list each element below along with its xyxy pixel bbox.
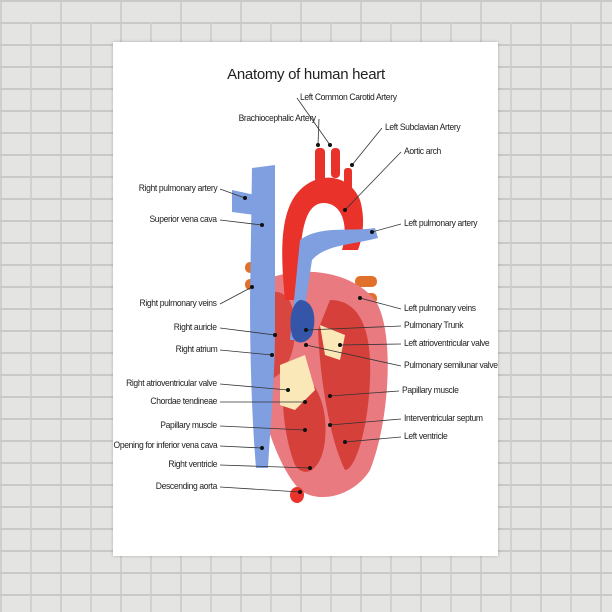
label-left-pulmonary-artery: Left pulmonary artery [404, 218, 478, 229]
diagram-title: Anatomy of human heart [227, 66, 385, 83]
leader-line-descending-aorta [219, 486, 301, 493]
leader-line-left-subclavian-artery [351, 127, 383, 166]
left-common-carotid-artery-shape [331, 148, 340, 178]
leader-line-pulmonary-semilunar-valve [305, 344, 402, 367]
label-left-subclavian-artery: Left Subclavian Artery [385, 122, 461, 133]
leader-line-brachiocephalic-artery [317, 118, 320, 146]
left-subclavian-artery-shape [344, 168, 352, 190]
marker-dot-right-auricle [273, 333, 277, 337]
label-pulmonary-trunk: Pulmonary Trunk [404, 320, 464, 331]
leader-line-left-pulmonary-artery [371, 223, 402, 233]
label-aortic-arch: Aortic arch [404, 146, 441, 157]
aorta-shape [282, 177, 364, 300]
marker-dot-right-pulmonary-veins [250, 285, 254, 289]
label-papillary-muscle-left-ventricle: Papillary muscle [402, 385, 459, 396]
leader-line-right-pulmonary-artery [219, 188, 246, 199]
label-left-common-carotid-artery: Left Common Carotid Artery [300, 92, 397, 103]
marker-dot-right-atrium [270, 353, 274, 357]
leader-line-papillary-muscle-left-ventricle [329, 390, 400, 397]
marker-dot-left-common-carotid-artery [328, 143, 332, 147]
label-brachiocephalic-artery: Brachiocephalic Artery [238, 113, 317, 124]
marker-dot-left-ventricle [343, 440, 347, 444]
label-interventricular-septum: Interventricular septum [404, 413, 483, 424]
label-right-atrioventricular-valve: Right atrioventricular valve [126, 378, 217, 389]
marker-dot-descending-aorta [298, 490, 302, 494]
leader-line-pulmonary-trunk [305, 325, 402, 331]
marker-dot-right-pulmonary-artery [243, 196, 247, 200]
label-left-ventricle: Left ventricle [404, 431, 448, 442]
marker-dot-papillary-muscle-right-ventricle [303, 428, 307, 432]
leader-line-left-atrioventricular-valve [339, 343, 402, 346]
left-av-valve-shape [320, 325, 345, 360]
marker-dot-right-ventricle [308, 466, 312, 470]
leader-line-right-atrium [219, 349, 273, 356]
label-right-atrium: Right atrium [175, 344, 217, 355]
marker-dot-left-pulmonary-artery [370, 230, 374, 234]
label-descending-aorta: Descending aorta [155, 481, 218, 492]
marker-dot-left-subclavian-artery [350, 163, 354, 167]
marker-dot-chordae-tendineae [303, 400, 307, 404]
leader-line-right-ventricle [219, 464, 311, 469]
marker-dot-right-atrioventricular-valve [286, 388, 290, 392]
label-superior-vena-cava: Superior vena cava [149, 214, 218, 225]
marker-dot-interventricular-septum [328, 423, 332, 427]
leader-line-interventricular-septum [329, 418, 402, 426]
pulmonary-artery-shape [290, 228, 378, 340]
label-papillary-muscle-right-ventricle: Papillary muscle [160, 420, 218, 431]
marker-dot-papillary-muscle-left-ventricle [328, 394, 332, 398]
label-left-pulmonary-veins: Left pulmonary veins [404, 303, 476, 314]
label-left-atrioventricular-valve: Left atrioventricular valve [404, 338, 490, 349]
marker-dot-opening-inferior-vena-cava [260, 446, 264, 450]
right-av-valve-shape [280, 355, 315, 410]
brachiocephalic-artery-shape [315, 148, 325, 183]
marker-dot-pulmonary-trunk [304, 328, 308, 332]
leader-line-left-ventricle [344, 436, 402, 443]
marker-dot-left-atrioventricular-valve [338, 343, 342, 347]
label-right-pulmonary-artery: Right pulmonary artery [138, 183, 217, 194]
marker-dot-pulmonary-semilunar-valve [304, 343, 308, 347]
leader-line-left-pulmonary-veins [359, 297, 402, 310]
label-right-ventricle: Right ventricle [168, 459, 217, 470]
leader-line-superior-vena-cava [219, 219, 263, 226]
right-pulmonary-artery-shape [232, 190, 255, 215]
leader-line-papillary-muscle-right-ventricle [219, 425, 306, 431]
marker-dot-left-pulmonary-veins [358, 296, 362, 300]
label-opening-inferior-vena-cava: Opening for inferior vena cava [113, 440, 217, 451]
marker-dot-superior-vena-cava [260, 223, 264, 227]
leader-line-right-pulmonary-veins [219, 286, 253, 305]
label-right-auricle: Right auricle [174, 322, 217, 333]
marker-dot-aortic-arch [343, 208, 347, 212]
label-right-pulmonary-veins: Right pulmonary veins [139, 298, 217, 309]
label-pulmonary-semilunar-valve: Pulmonary semilunar valve [404, 360, 498, 371]
marker-dot-brachiocephalic-artery [316, 143, 320, 147]
label-chordae-tendineae: Chordae tendineae [150, 396, 217, 407]
leader-line-left-common-carotid-artery [296, 97, 331, 146]
leader-line-right-atrioventricular-valve [219, 383, 289, 391]
leader-line-aortic-arch [344, 151, 402, 211]
leader-line-right-auricle [219, 327, 276, 336]
vena-cava-shape [250, 165, 275, 468]
leader-line-opening-inferior-vena-cava [219, 445, 263, 449]
pulmonary-trunk-shape [290, 300, 315, 343]
